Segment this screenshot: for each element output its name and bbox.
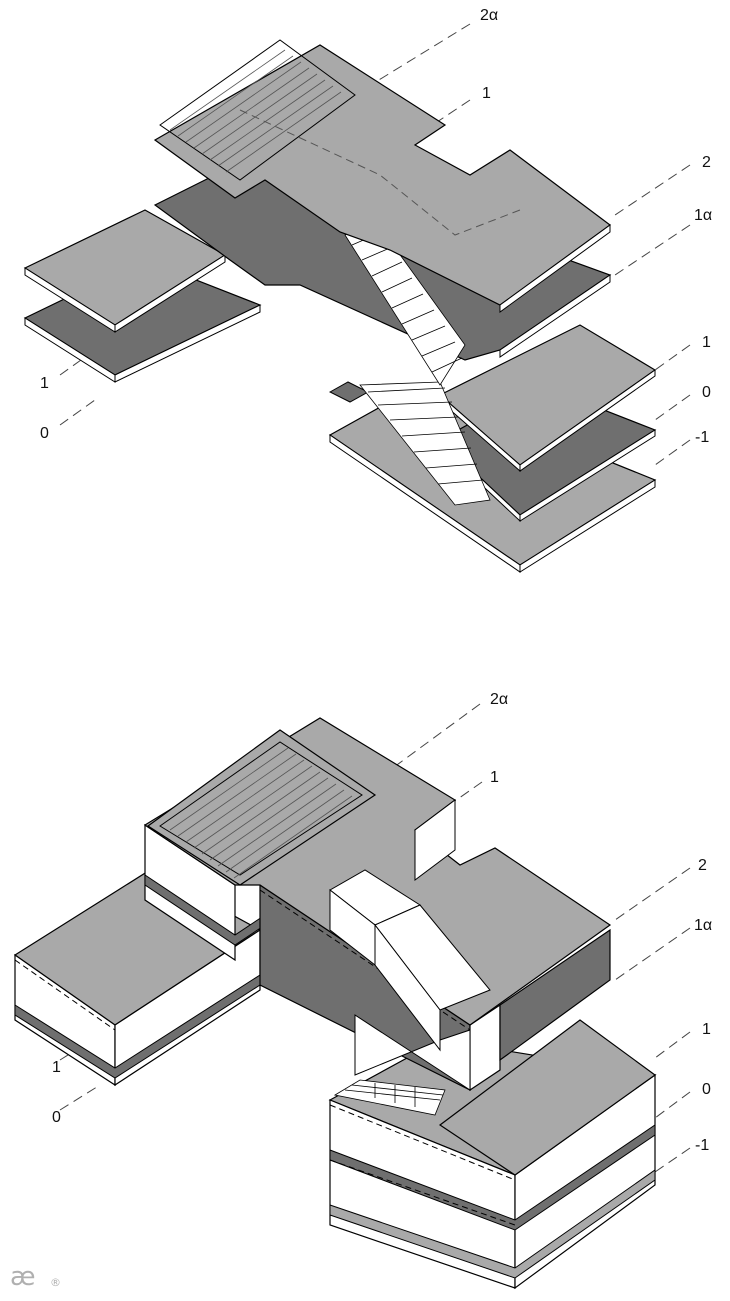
top-exploded-diagram: 2α 1 2 1α 1 0 -1 1 0 (23, 7, 712, 573)
bottom-assembled-diagram: 2α 1 2 1α 1 0 -1 1 0 (13, 691, 712, 1290)
label-level-minus1-b: -1 (695, 1137, 709, 1154)
top-stair-upper (344, 219, 466, 386)
skylight-level-2a (159, 39, 356, 181)
label-level-1-upper-b: 1 (490, 769, 499, 786)
label-level-0-left: 0 (40, 425, 49, 442)
label-level-0-right: 0 (702, 384, 711, 401)
top-stair-lower (359, 381, 491, 506)
label-level-1a: 1α (694, 207, 712, 224)
skylight-level-2a-assembled (146, 729, 377, 886)
label-level-0-right-b: 0 (702, 1081, 711, 1098)
stair-shaft-roof (329, 869, 491, 1052)
label-level-1-left: 1 (40, 375, 49, 392)
bottom-stair-lower (333, 1079, 446, 1116)
slab-level-0-left (23, 259, 262, 383)
slab-level-1-right-assembled (438, 1019, 657, 1176)
block-central (144, 823, 611, 1092)
logo-registered: ® (50, 1276, 61, 1289)
slab-level-1-right (438, 324, 657, 473)
label-level-1-right: 1 (702, 334, 711, 351)
label-level-2a: 2α (480, 7, 498, 24)
label-level-1-right-b: 1 (702, 1021, 711, 1038)
brand-logo: æ ® (10, 1262, 61, 1292)
logo-mark: æ (10, 1262, 36, 1292)
label-level-2a-b: 2α (490, 691, 508, 708)
label-level-0-left-b: 0 (52, 1109, 61, 1126)
label-level-1-left-b: 1 (52, 1059, 61, 1076)
slab-level-2 (153, 44, 612, 313)
label-level-2: 2 (702, 154, 711, 171)
label-level-minus1: -1 (695, 429, 709, 446)
label-level-1a-b: 1α (694, 917, 712, 934)
label-level-1-upper: 1 (482, 85, 491, 102)
label-level-2-b: 2 (698, 857, 707, 874)
slab-level-1-left (23, 209, 227, 333)
